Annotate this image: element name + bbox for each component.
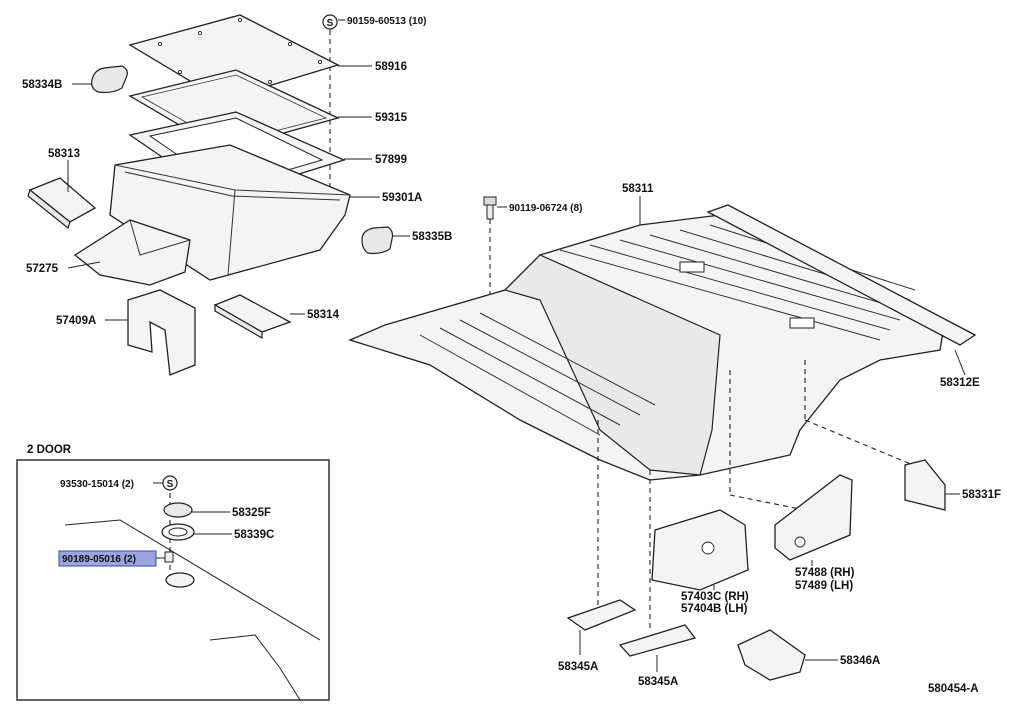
label-93530: 93530-15014 (2)	[60, 479, 134, 490]
bracket-57403C-hole	[701, 541, 715, 555]
label-58345A-1: 58345A	[558, 661, 598, 673]
ring-58339C-inner	[168, 527, 188, 537]
bracket-58313-side	[27, 188, 71, 230]
bracket-57409A[interactable]	[127, 289, 196, 376]
label-90119: 90119-06724 (8)	[509, 203, 582, 214]
label-58916: 58916	[375, 61, 407, 73]
label-58313: 58313	[48, 148, 80, 160]
rail-58312E[interactable]	[706, 204, 977, 346]
bracket-57488[interactable]	[774, 474, 853, 561]
inset-title: 2 DOOR	[27, 444, 72, 456]
label-57488: 57488 (RH)	[795, 567, 855, 579]
label-57403C: 57403C (RH)	[681, 591, 749, 603]
inset-panel-edge	[64, 519, 321, 641]
floor-pan-ribs	[419, 224, 916, 436]
label-57409A: 57409A	[56, 315, 96, 327]
cap-58335B[interactable]	[361, 226, 394, 255]
bolt-90189-icon	[164, 551, 174, 563]
label-90189[interactable]: 90189-05016 (2)	[62, 554, 136, 565]
label-58311: 58311	[622, 183, 654, 195]
bracket-57275-fold	[129, 219, 191, 256]
dash-58331F-b	[804, 419, 926, 471]
floor-pan-tunnel	[503, 254, 721, 476]
symbol-s-text: S	[327, 18, 334, 29]
label-59315: 59315	[375, 112, 408, 124]
bracket-58331F[interactable]	[904, 459, 946, 511]
plug-58325F[interactable]	[163, 502, 193, 518]
label-58331F: 58331F	[962, 489, 1001, 501]
label-57899: 57899	[375, 154, 407, 166]
label-58346A: 58346A	[840, 655, 880, 667]
label-59301A: 59301A	[382, 192, 422, 204]
label-58334B: 58334B	[22, 79, 62, 91]
label-57489: 57489 (LH)	[795, 580, 853, 592]
symbol-s-icon	[322, 14, 338, 30]
label-57404B: 57404B (LH)	[681, 603, 748, 615]
label-58325F: 58325F	[232, 507, 271, 519]
bracket-58314-side	[214, 303, 263, 340]
label-58345A-2: 58345A	[638, 676, 678, 688]
cap-58334B[interactable]	[91, 65, 128, 94]
label-58312E: 58312E	[940, 377, 980, 389]
box-59301A-lip	[124, 171, 341, 201]
bolt-90119-icon	[483, 196, 497, 220]
bracket-58345A-1[interactable]	[566, 599, 637, 631]
label-58339C: 58339C	[234, 529, 274, 541]
label-58335B: 58335B	[412, 231, 452, 243]
bracket-58346A[interactable]	[737, 629, 806, 681]
highlight-90189[interactable]	[58, 550, 157, 567]
bracket-58345A-2[interactable]	[618, 624, 697, 657]
inset-symbol-s-text: S	[167, 479, 174, 490]
box-59301A-corner	[227, 189, 236, 276]
dash-57488	[729, 494, 806, 511]
bracket-57488-hole	[794, 536, 806, 548]
seat-inset	[165, 572, 195, 588]
inset-panel-edge-2	[209, 634, 301, 701]
label-57275: 57275	[26, 263, 59, 275]
label-90159: 90159-60513 (10)	[347, 16, 427, 27]
bracket-57403C[interactable]	[651, 509, 749, 591]
label-58314: 58314	[307, 309, 340, 321]
drawing-number: 580454-A	[928, 683, 979, 695]
leader-lines	[67, 19, 966, 672]
